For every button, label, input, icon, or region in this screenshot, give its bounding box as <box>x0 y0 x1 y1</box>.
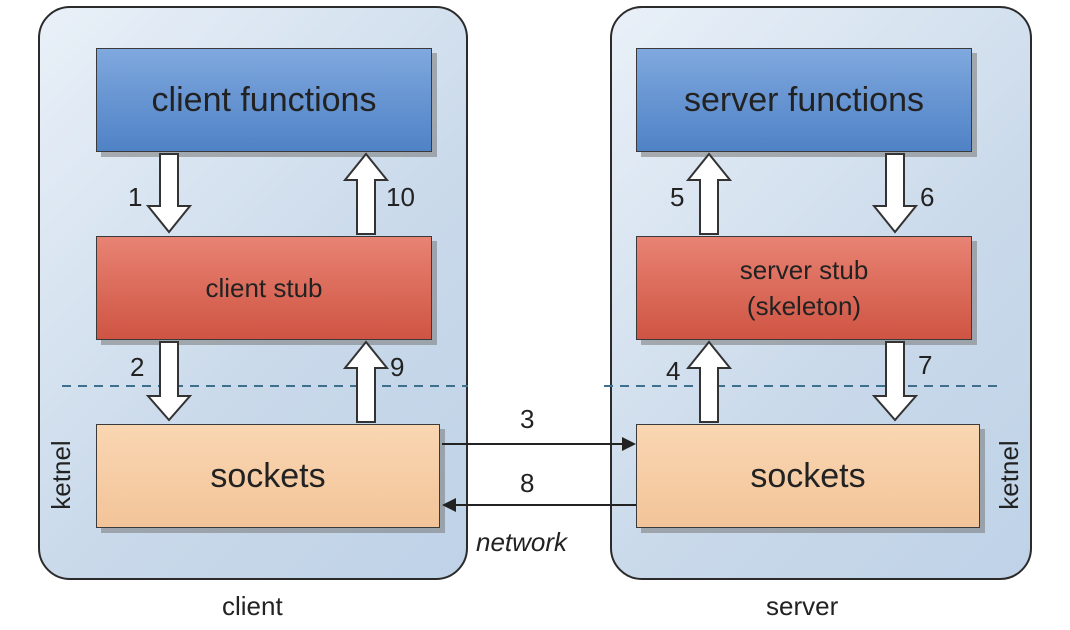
arrow-step-4 <box>685 340 733 423</box>
step-label-7: 7 <box>918 350 933 380</box>
server-stub-box: server stub (skeleton) <box>636 236 972 340</box>
step-label-10: 10 <box>386 182 415 212</box>
step-label-9: 9 <box>390 352 405 382</box>
client-stub-box: client stub <box>96 236 432 340</box>
arrow-step-2 <box>145 341 193 422</box>
server-caption: server <box>766 591 839 621</box>
step-label-6: 6 <box>920 182 935 212</box>
step-label-5: 5 <box>670 182 685 212</box>
arrow-step-9 <box>342 340 390 423</box>
arrow-step-1 <box>145 153 193 234</box>
server-sockets-box: sockets <box>636 424 980 528</box>
server-sockets-label: sockets <box>750 456 866 495</box>
client-sockets-label: sockets <box>210 456 326 495</box>
step-label-2: 2 <box>130 352 145 382</box>
client-caption: client <box>222 591 283 621</box>
server-functions-label: server functions <box>684 80 924 119</box>
step-label-4: 4 <box>666 356 681 386</box>
step-label-1: 1 <box>128 182 143 212</box>
arrow-step-5 <box>685 152 733 235</box>
client-stub-label: client stub <box>205 273 323 303</box>
arrow-step-6 <box>871 153 919 234</box>
server-stub-label-line1: server stub <box>739 255 869 285</box>
arrow-step-7 <box>871 341 919 422</box>
step-label-8: 8 <box>520 468 535 498</box>
arrow-step-8-head <box>442 498 456 512</box>
client-sockets-box: sockets <box>96 424 440 528</box>
step-label-3: 3 <box>520 404 535 434</box>
client-functions-label: client functions <box>151 80 377 119</box>
client-functions-box: client functions <box>96 48 432 152</box>
server-functions-box: server functions <box>636 48 972 152</box>
server-kernel-label: ketnel <box>994 440 1024 510</box>
arrow-step-3-head <box>622 437 636 451</box>
arrow-step-10 <box>342 152 390 235</box>
server-stub-label-line2: (skeleton) <box>746 291 862 321</box>
network-label: network <box>476 527 568 557</box>
client-kernel-label: ketnel <box>46 440 76 510</box>
